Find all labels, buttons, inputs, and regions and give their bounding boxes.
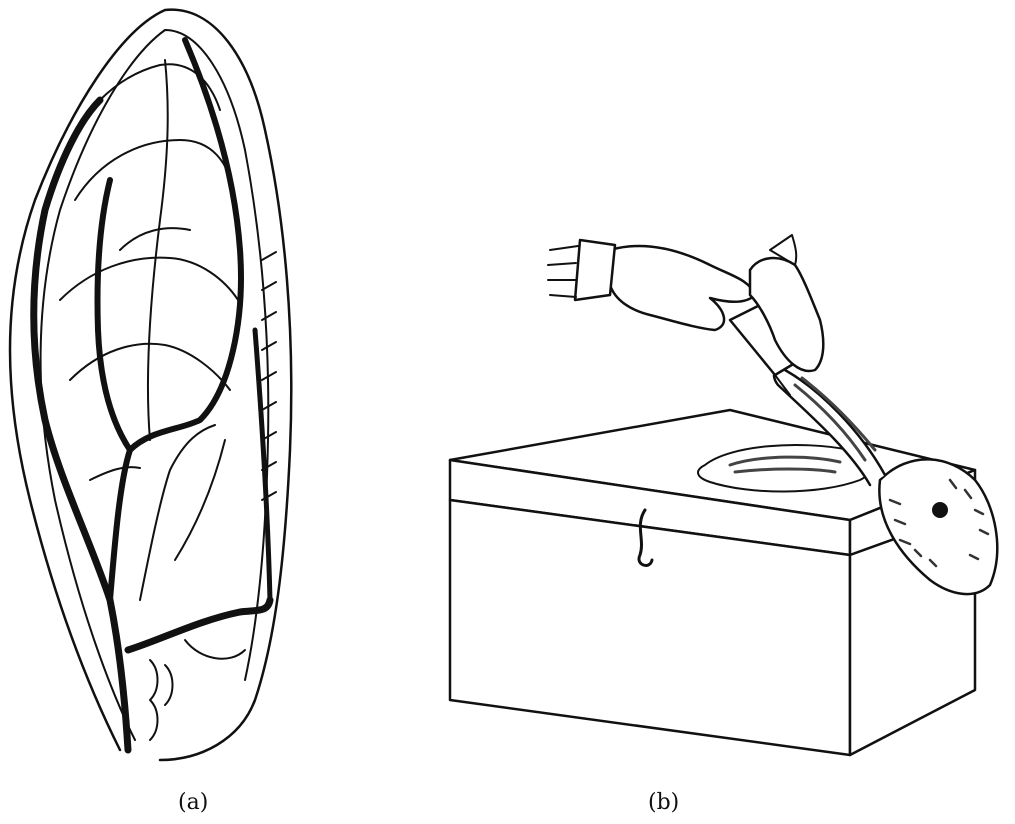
cuff-ticks: [547, 245, 579, 298]
thin-vein: [69, 342, 231, 391]
edge-ticks: [261, 251, 277, 501]
thin-vein: [89, 466, 141, 481]
thin-vein: [59, 256, 239, 301]
rabbit-eye: [932, 502, 948, 518]
thin-vein: [174, 439, 226, 561]
thin-vein: [99, 63, 221, 111]
left-hand: [608, 244, 757, 332]
ear-shading: [728, 455, 842, 474]
central-vein: [107, 37, 244, 603]
ear-outline-inner: [39, 29, 270, 741]
thin-vein: [147, 59, 169, 441]
panel-b-caption: (b): [648, 790, 680, 815]
syringe-needle: [774, 374, 791, 396]
injection-illustration: [430, 210, 1015, 770]
left-cuff: [573, 238, 617, 302]
base-fold: [149, 659, 174, 741]
panel-a-caption: (a): [178, 790, 209, 815]
central-vein-branch: [94, 177, 133, 453]
thin-vein: [139, 424, 216, 601]
ear-outline-outer: [8, 8, 293, 762]
raised-ear-shading: [793, 376, 877, 462]
thin-vein: [74, 139, 236, 201]
ear-vein-diagram: [0, 0, 330, 770]
right-cuff: [769, 234, 798, 266]
ear-vein-drawing: [8, 8, 293, 762]
marginal-vein: [30, 96, 132, 754]
fur-shading: [888, 478, 990, 568]
box-clasp: [637, 508, 654, 567]
thin-vein: [119, 227, 191, 251]
base-vein: [124, 596, 274, 654]
thin-vein: [184, 639, 246, 660]
injection-drawing: [448, 234, 999, 757]
